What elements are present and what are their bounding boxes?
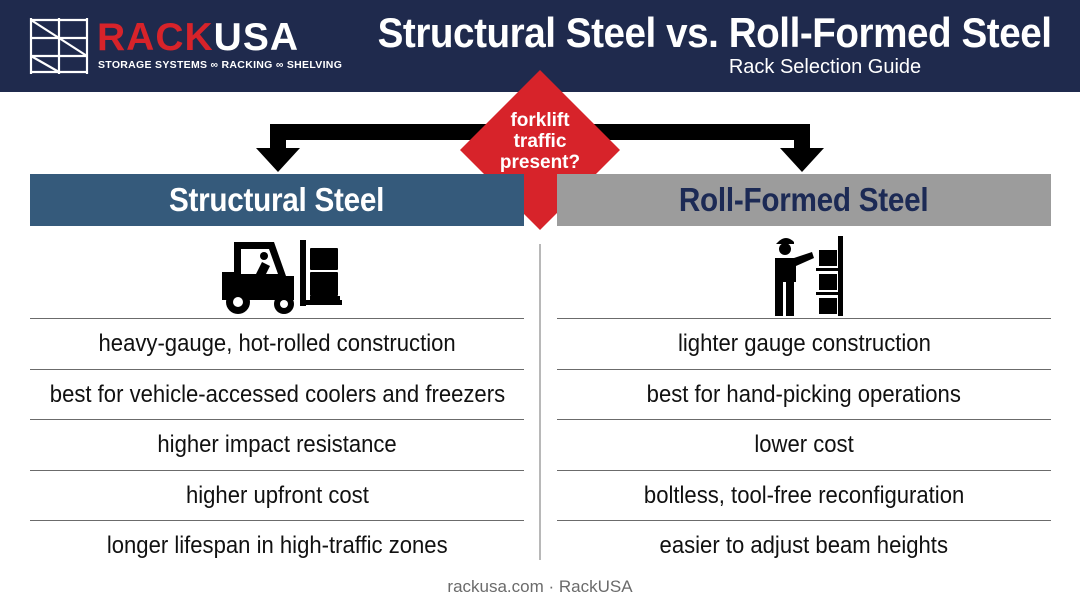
rack-logo-icon — [29, 18, 89, 74]
structural-steel-heading: Structural Steel — [30, 174, 524, 226]
logo-rack-text: RACK — [97, 16, 214, 59]
list-item: best for hand-picking operations — [557, 370, 1051, 420]
feature-text: higher impact resistance — [157, 431, 397, 458]
roll-formed-steel-features: lighter gauge construction best for hand… — [557, 318, 1051, 572]
column-divider — [539, 244, 541, 560]
feature-text: boltless, tool-free reconfiguration — [643, 481, 965, 509]
list-item: higher impact resistance — [30, 420, 524, 471]
list-item: lower cost — [557, 420, 1051, 471]
right-arrow — [540, 124, 824, 172]
list-item: boltless, tool-free reconfiguration — [557, 471, 1051, 521]
page-title: Structural Steel vs. Roll-Formed Steel — [378, 9, 1052, 56]
brand-logo: RACKUSA — [97, 18, 299, 58]
feature-text: lower cost — [754, 431, 854, 458]
feature-text: best for vehicle-accessed coolers and fr… — [49, 380, 506, 408]
feature-text: longer lifespan in high-traffic zones — [106, 532, 448, 559]
logo-usa-text: USA — [213, 16, 300, 59]
left-arrow — [256, 124, 540, 172]
list-item: heavy-gauge, hot-rolled construction — [30, 319, 524, 370]
page-subtitle: Rack Selection Guide — [728, 56, 922, 78]
structural-steel-heading-text: Structural Steel — [169, 181, 385, 218]
forklift-icon — [222, 240, 342, 314]
list-item: best for vehicle-accessed coolers and fr… — [30, 370, 524, 420]
list-item: longer lifespan in high-traffic zones — [30, 521, 524, 572]
feature-text: higher upfront cost — [185, 481, 369, 509]
feature-text: heavy-gauge, hot-rolled construction — [98, 330, 456, 357]
footer-credit: rackusa.com · RackUSA — [447, 577, 633, 596]
feature-text: best for hand-picking operations — [646, 380, 962, 408]
roll-formed-steel-heading-text: Roll-Formed Steel — [679, 181, 929, 218]
list-item: lighter gauge construction — [557, 319, 1051, 370]
list-item: easier to adjust beam heights — [557, 521, 1051, 572]
question-line-1: forklift — [510, 110, 570, 131]
list-item: higher upfront cost — [30, 471, 524, 521]
feature-text: easier to adjust beam heights — [659, 532, 949, 559]
question-line-3: present? — [499, 152, 581, 173]
header-banner: RACKUSA STORAGE SYSTEMS ∞ RACKING ∞ SHEL… — [0, 0, 1080, 92]
decision-question: forklift traffic present? — [476, 110, 604, 173]
logo-tagline: STORAGE SYSTEMS ∞ RACKING ∞ SHELVING — [98, 59, 343, 71]
roll-formed-steel-heading: Roll-Formed Steel — [557, 174, 1051, 226]
question-line-2: traffic — [513, 131, 567, 152]
worker-shelving-icon — [775, 236, 843, 316]
structural-steel-features: heavy-gauge, hot-rolled construction bes… — [30, 318, 524, 572]
feature-text: lighter gauge construction — [677, 330, 931, 357]
